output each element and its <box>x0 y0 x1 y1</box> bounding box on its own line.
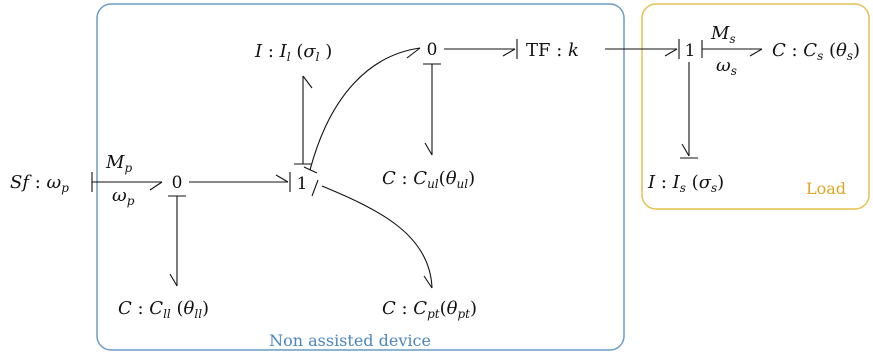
capacitor-node-ul: C : Cul(θul) <box>382 168 475 191</box>
bond-label-flow-s: ωs <box>716 55 737 78</box>
bond-source-to-junction0 <box>91 172 163 192</box>
bond-junction1-to-junction0-top <box>303 47 421 174</box>
bond-junction1-right-to-cap-s <box>701 40 763 58</box>
bond-junction0-to-cap-ll <box>168 195 186 287</box>
load-group-label: Load <box>806 179 846 198</box>
bond-junction1-to-inertia-l <box>294 75 313 165</box>
one-junction-middle: 1 <box>297 174 308 194</box>
device-group-box <box>96 3 625 351</box>
capacitor-node-ll: C : Cll (θll) <box>118 298 209 321</box>
capacitor-node-pt: C : Cpt(θpt) <box>382 298 477 321</box>
one-junction-right: 1 <box>685 41 696 61</box>
device-group-label: Non assisted device <box>269 331 431 350</box>
bond-label-effort-p: Mp <box>105 152 132 175</box>
bond-junction0-to-junction1 <box>189 172 291 192</box>
bond-label-flow-p: ωp <box>112 185 135 208</box>
zero-junction-top: 0 <box>427 40 438 60</box>
bond-transformer-to-junction1-right <box>605 39 680 59</box>
source-flow-node: Sf : ωp <box>10 172 69 195</box>
inertia-node-s: I : Is (σs) <box>647 172 724 195</box>
bond-label-effort-s: Ms <box>710 23 736 46</box>
capacitor-node-s: C : Cs (θs) <box>772 40 860 63</box>
bond-junction0-top-to-transformer <box>444 39 518 59</box>
load-group-box <box>641 3 870 210</box>
transformer-node: TF : k <box>526 40 579 61</box>
bond-junction1-right-to-inertia-s <box>680 62 698 159</box>
zero-junction-left: 0 <box>172 173 183 193</box>
bond-junction1-to-cap-pt <box>311 179 433 289</box>
bond-junction0-top-to-cap-ul <box>423 63 441 156</box>
inertia-node-l: I : Il (σl ) <box>254 41 332 64</box>
